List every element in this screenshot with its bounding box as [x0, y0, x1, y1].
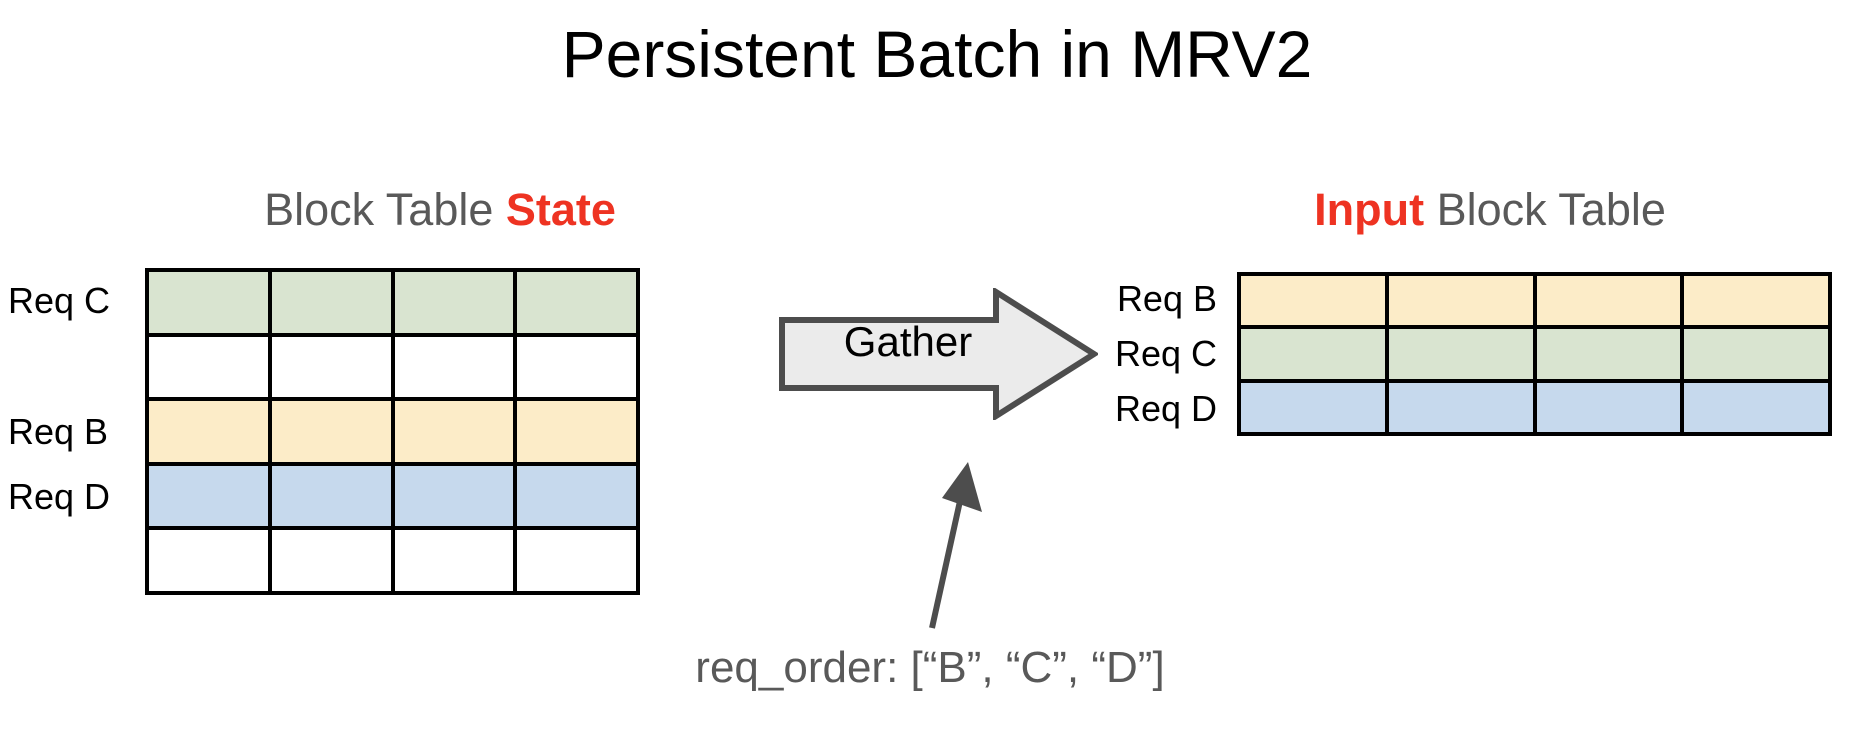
page-title: Persistent Batch in MRV2: [561, 17, 1313, 91]
table-cell: [1684, 382, 1828, 432]
gather-arrow-icon: [779, 288, 1098, 420]
table-cell: [394, 465, 514, 527]
table-cell: [517, 336, 636, 398]
table-cell: [149, 272, 268, 333]
table-cell: [1241, 276, 1385, 326]
table-cell: [517, 465, 636, 527]
table-cell: [517, 401, 636, 462]
heading-left-highlight: State: [505, 184, 616, 235]
table-cell: [1388, 329, 1533, 379]
table-cell: [1241, 382, 1385, 432]
table-cell: [394, 530, 514, 591]
block-table-state-heading: Block Table State: [160, 182, 720, 238]
table-cell: [271, 272, 391, 333]
input-block-table-heading: Input Block Table: [1160, 182, 1820, 238]
heading-right-suffix: Block Table: [1424, 184, 1666, 235]
table-cell: [394, 336, 514, 398]
table-cell: [271, 336, 391, 398]
table-cell: [1388, 382, 1533, 432]
table-cell: [1536, 276, 1681, 326]
table-cell: [1536, 329, 1681, 379]
req-order-caption: req_order: [“B”, “C”, “D”]: [695, 643, 1165, 692]
table-cell: [149, 530, 268, 591]
row-label-input-0: Req B: [1116, 278, 1217, 320]
row-label-input-1: Req C: [1114, 333, 1217, 374]
table-cell: [1684, 329, 1828, 379]
table-cell: [271, 401, 391, 462]
table-cell: [271, 465, 391, 527]
table-cell: [149, 336, 268, 398]
table-cell: [149, 401, 268, 462]
heading-left-prefix: Block Table: [264, 184, 506, 235]
row-label-state-0: Req C: [8, 279, 111, 321]
table-cell: [517, 530, 636, 591]
req-order-pointer-arrow-icon: [929, 462, 982, 629]
block-table-state-grid: [145, 268, 640, 595]
table-cell: [394, 401, 514, 462]
table-cell: [271, 530, 391, 591]
table-cell: [1388, 276, 1533, 326]
table-cell: [394, 272, 514, 333]
row-label-input-2: Req D: [1114, 387, 1217, 429]
row-label-state-2: Req B: [8, 410, 109, 452]
table-cell: [1536, 382, 1681, 432]
table-cell: [149, 465, 268, 527]
input-block-table-grid: [1237, 272, 1832, 436]
table-cell: [1241, 329, 1385, 379]
heading-right-highlight: Input: [1314, 184, 1425, 235]
table-cell: [517, 272, 636, 333]
table-cell: [1684, 276, 1828, 326]
row-label-state-3: Req D: [8, 475, 111, 517]
